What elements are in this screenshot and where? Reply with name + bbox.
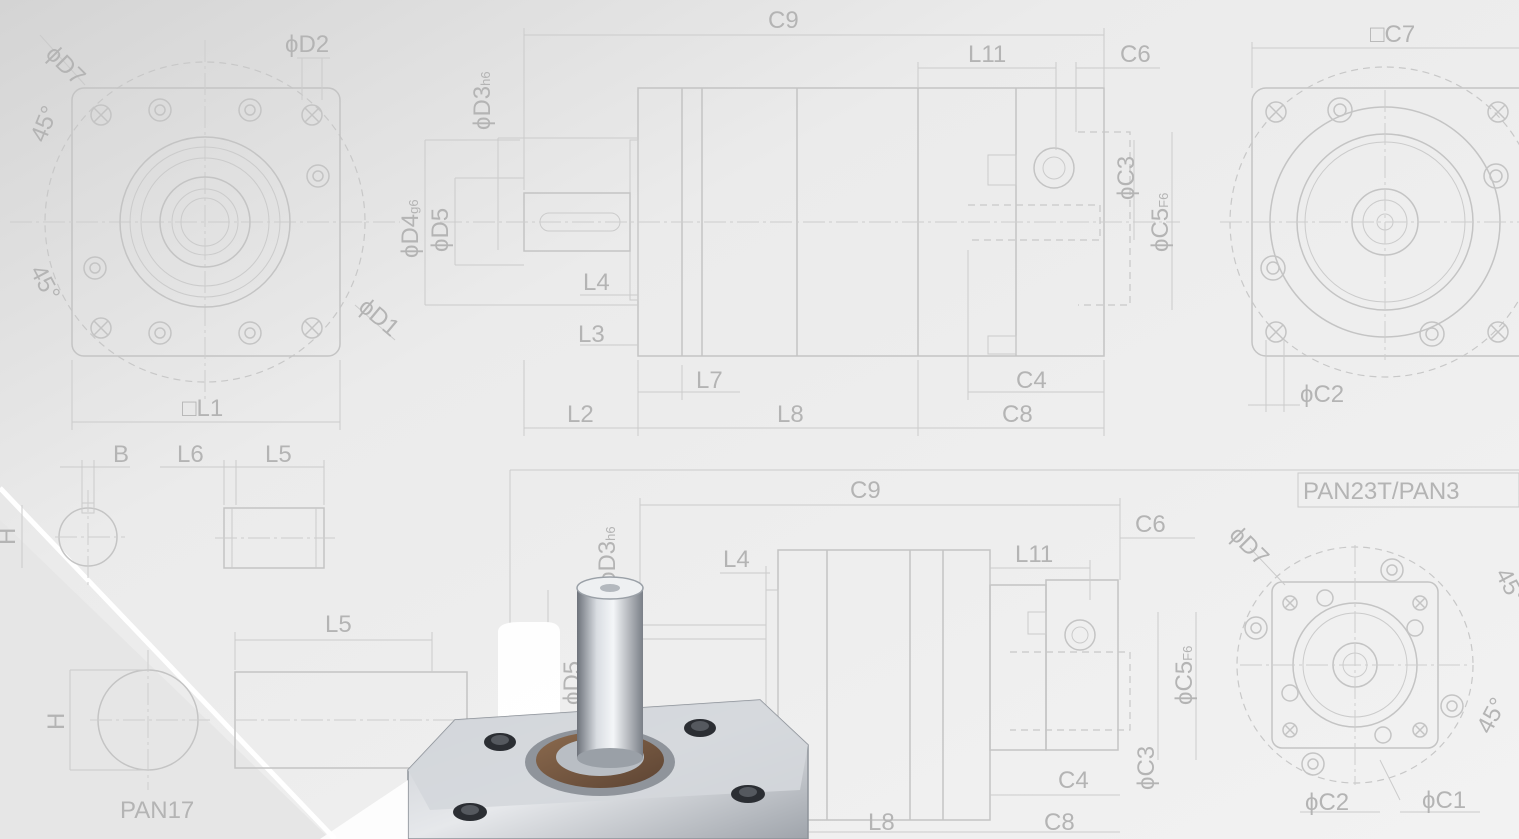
label-c9-b: C9 (850, 477, 881, 504)
side-view-top (424, 28, 1180, 436)
label-c3-a: ϕC3 (1113, 156, 1140, 200)
shaft-key-detail (21, 460, 335, 585)
label-c7: □C7 (1370, 21, 1415, 48)
label-l11-b: L11 (1015, 541, 1053, 568)
label-c6-b: C6 (1135, 511, 1166, 538)
label-b: B (113, 441, 129, 468)
label-c8-b: C8 (1044, 809, 1075, 836)
label-l1: □L1 (182, 395, 223, 422)
diagonal-accent-line (0, 486, 337, 839)
label-c2-b: ϕC2 (1305, 789, 1349, 816)
label-l8-a: L8 (777, 401, 804, 428)
background-corner-shade (0, 520, 330, 839)
label-c6-a: C6 (1120, 41, 1151, 68)
label-c5-b: ϕC5F6 (1171, 646, 1198, 705)
label-c3-b: ϕC3 (1133, 746, 1160, 790)
label-c2-a: ϕC2 (1300, 381, 1344, 408)
label-pan17: PAN17 (120, 797, 194, 824)
label-c4-b: C4 (1058, 767, 1089, 794)
front-view-top-left (10, 34, 400, 430)
label-d5-a: ϕD5 (427, 208, 454, 252)
label-h-a: H (0, 528, 21, 545)
label-l7: L7 (696, 367, 723, 394)
label-c4-a: C4 (1016, 367, 1047, 394)
label-d2: ϕD2 (285, 31, 329, 58)
label-l8-b: L8 (868, 809, 895, 836)
label-l5-a: L5 (265, 441, 292, 468)
rear-view-top-right (1220, 42, 1519, 412)
label-d4: ϕD4g6 (397, 199, 424, 258)
label-l5-b: L5 (325, 611, 352, 638)
label-l4-a: L4 (583, 269, 610, 296)
model-name-label: PAN23T/PAN3 (1303, 478, 1460, 505)
label-l2: L2 (567, 401, 594, 428)
gearbox-product-image (320, 576, 809, 839)
label-c1: ϕC1 (1422, 787, 1466, 814)
label-c8-a: C8 (1002, 401, 1033, 428)
label-l11-a: L11 (968, 41, 1006, 68)
label-l6: L6 (177, 441, 204, 468)
label-d3-a: ϕD3h6 (469, 71, 496, 130)
label-l4-b: L4 (723, 546, 750, 573)
label-c5-a: ϕC5F6 (1147, 193, 1174, 252)
front-view-bottom-right (1236, 545, 1480, 813)
label-c9-a: C9 (768, 7, 799, 34)
label-l3: L3 (578, 321, 605, 348)
label-h-b: H (43, 713, 70, 730)
